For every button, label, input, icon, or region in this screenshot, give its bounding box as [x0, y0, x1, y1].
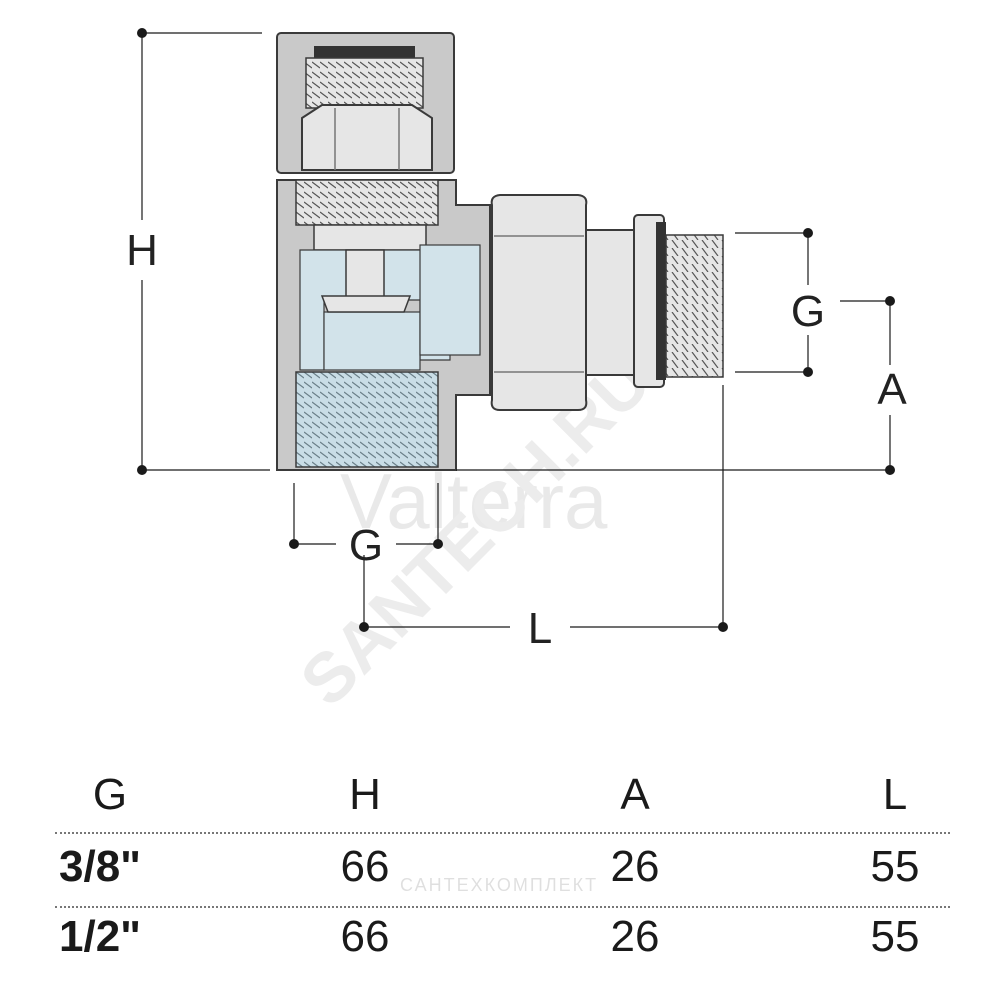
dim-label-g-bottom: G	[349, 521, 383, 570]
cell-l: 55	[870, 912, 920, 961]
header-a: A	[620, 770, 650, 819]
table-row: 1/2" 66 26 55	[55, 902, 950, 972]
bonnet-nut	[301, 104, 433, 171]
spindle-thread	[295, 179, 439, 226]
bonnet-thread	[305, 57, 424, 109]
dim-label-h: H	[126, 226, 158, 275]
header-g: G	[92, 770, 128, 819]
dimension-dots	[137, 28, 895, 632]
cell-h: 66	[340, 842, 390, 891]
valve-body	[276, 32, 724, 471]
cell-l: 55	[870, 842, 920, 891]
table-divider	[55, 906, 950, 908]
bottom-thread	[295, 371, 439, 468]
tailpiece	[585, 229, 637, 376]
cell-g: 3/8"	[59, 842, 142, 891]
dim-label-g-side: G	[791, 287, 825, 336]
dim-label-l: L	[528, 604, 552, 653]
dim-label-a: A	[877, 365, 907, 414]
bonnet-cap	[314, 46, 415, 58]
dimension-lines	[141, 32, 891, 628]
union-nut	[490, 194, 588, 411]
header-l: L	[882, 770, 908, 819]
table-divider	[55, 832, 950, 834]
table-watermark: САНТЕХКОМПЛЕКТ	[400, 875, 599, 895]
dimensions-table: G H A L 3/8" 66 26 55 1/2" 66 26 55 САНТ…	[55, 760, 950, 972]
cell-g: 1/2"	[59, 912, 142, 961]
cell-a: 26	[610, 842, 660, 891]
tailpiece-thread	[665, 234, 724, 378]
cell-h: 66	[340, 912, 390, 961]
table-header-row: G H A L	[55, 760, 950, 832]
valve-disc	[320, 295, 412, 313]
cell-a: 26	[610, 912, 660, 961]
valve-technical-drawing: Valterra SANTECH.RU	[126, 28, 907, 720]
valve-stem	[345, 249, 385, 299]
table-row: 3/8" 66 26 55	[55, 832, 950, 902]
watermark-logo: Valterra	[340, 457, 608, 545]
header-h: H	[349, 770, 381, 819]
